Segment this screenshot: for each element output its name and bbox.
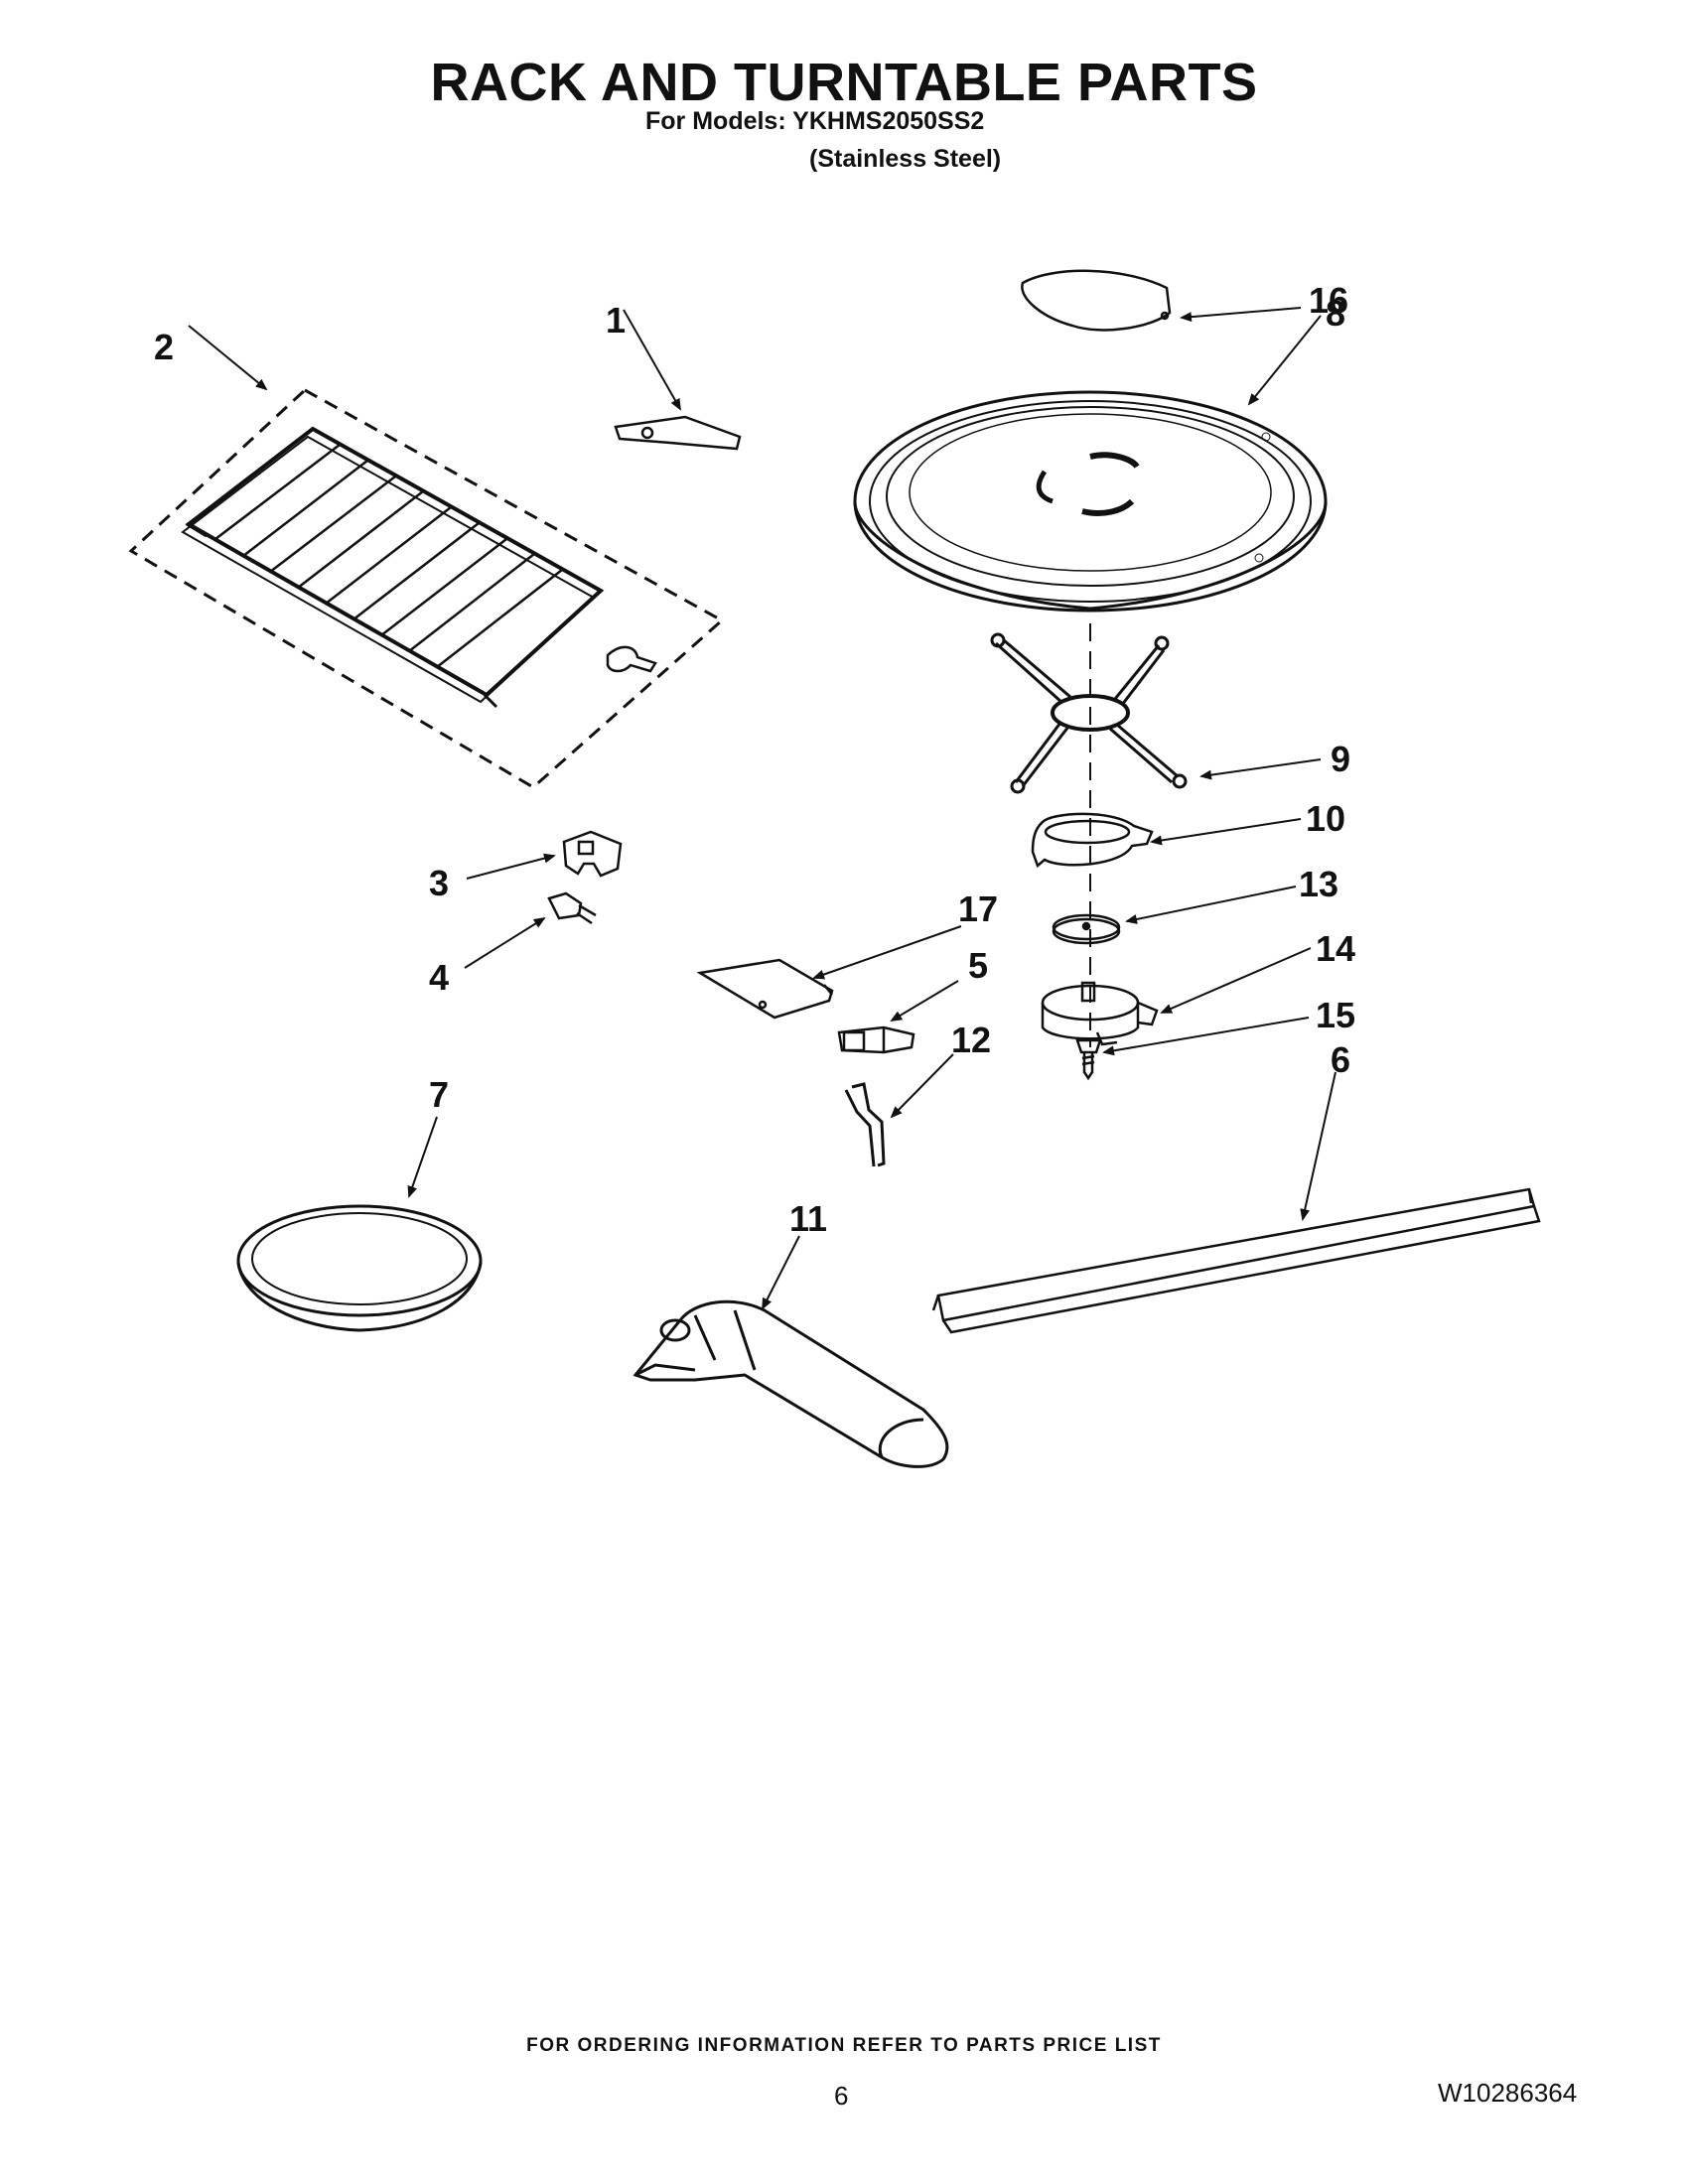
part-15-screw [1075, 1038, 1102, 1081]
part-12-lever [844, 1082, 886, 1167]
part-13-washer [1052, 913, 1121, 945]
ordering-note: FOR ORDERING INFORMATION REFER TO PARTS … [526, 2035, 1162, 2056]
callout-6: 6 [1331, 1039, 1350, 1080]
leader-7 [407, 1116, 438, 1198]
callout-8: 8 [1326, 293, 1345, 334]
part-14-motor [1041, 981, 1159, 1046]
leader-4 [464, 916, 546, 969]
part-1-bracket [614, 415, 742, 451]
part-9-roller-support [990, 632, 1188, 794]
leader-5 [890, 980, 959, 1023]
page-title: RACK AND TURNTABLE PARTS [430, 53, 1258, 112]
part-2-oven-rack [128, 388, 725, 789]
document-number: W10286364 [1438, 2078, 1578, 2108]
leader-16 [1180, 307, 1302, 323]
leader-10 [1150, 818, 1302, 846]
leader-17 [812, 925, 962, 980]
callout-16: 16 [1309, 280, 1348, 321]
part-8-turntable-tray [853, 390, 1328, 613]
leader-6 [1300, 1071, 1336, 1221]
leader-8 [1247, 315, 1322, 406]
callout-5: 5 [968, 945, 988, 986]
callout-4: 4 [429, 957, 449, 998]
callout-2: 2 [154, 327, 174, 367]
part-11-handle [633, 1299, 949, 1468]
callout-15: 15 [1316, 995, 1355, 1035]
callout-3: 3 [429, 863, 449, 903]
part-7-pan [236, 1204, 483, 1332]
part-3-actuator [562, 830, 623, 878]
leader-1 [623, 309, 681, 411]
leader-3 [466, 853, 556, 880]
part-6-trim-strip [931, 1187, 1541, 1334]
leader-12 [890, 1053, 954, 1119]
callout-10: 10 [1306, 798, 1345, 839]
rack-wires [214, 444, 563, 668]
leader-11 [762, 1235, 800, 1310]
part-17-shield [696, 958, 834, 1020]
callout-17: 17 [958, 888, 998, 929]
part-4-lamp [547, 891, 597, 925]
leader-9 [1199, 758, 1322, 780]
models-line: For Models: YKHMS2050SS2 [645, 107, 985, 135]
callout-1: 1 [606, 300, 626, 341]
page-number: 6 [834, 2081, 849, 2111]
callout-11: 11 [789, 1198, 827, 1239]
callout-7: 7 [429, 1074, 449, 1115]
part-10-coupler [1031, 812, 1154, 869]
leader-13 [1125, 886, 1297, 924]
leader-15 [1102, 1017, 1310, 1056]
leader-14 [1160, 947, 1312, 1014]
part-16-cover [1021, 269, 1172, 332]
callout-14: 14 [1316, 928, 1355, 969]
callout-9: 9 [1331, 739, 1350, 779]
part-5-switch [837, 1025, 915, 1054]
callout-13: 13 [1299, 864, 1338, 904]
leader-2 [188, 325, 268, 391]
callout-12: 12 [951, 1020, 991, 1060]
material-line: (Stainless Steel) [809, 145, 1002, 173]
